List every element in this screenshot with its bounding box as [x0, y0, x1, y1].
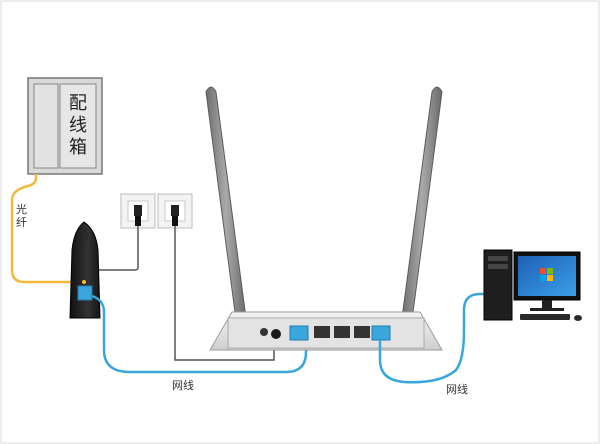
- router-antenna-left: [205, 86, 247, 321]
- modem-power-cord: [98, 226, 139, 271]
- modem-lan-plug: [77, 285, 93, 301]
- router-power-cord: [174, 226, 275, 361]
- pc-keyboard: [520, 314, 570, 320]
- distribution-box: 配 线 箱: [27, 77, 103, 175]
- pc-mouse: [574, 315, 582, 321]
- wall-socket-left: [120, 193, 156, 229]
- router-lan-port-3: [354, 326, 370, 338]
- box-label-2: 线: [69, 115, 87, 136]
- cable-label-left: 网线: [172, 378, 194, 392]
- optical-modem: [69, 221, 101, 319]
- fiber-label-1: 光: [16, 202, 27, 216]
- ethernet-cable-left: [91, 294, 308, 374]
- wall-socket-right: [157, 193, 193, 229]
- ethernet-cable-right: [378, 292, 500, 384]
- box-label-3: 箱: [69, 137, 87, 158]
- windows-logo-icon: [540, 268, 553, 281]
- cable-label-right: 网线: [446, 382, 468, 396]
- pc-tower: [483, 249, 513, 321]
- router: [209, 311, 443, 351]
- computer: [483, 249, 582, 321]
- fiber-label-2: 纤: [16, 216, 27, 229]
- router-lan-port-1: [314, 326, 330, 338]
- router-lan-plug: [371, 325, 391, 341]
- plug-right: [172, 216, 178, 226]
- router-wan-plug: [289, 325, 309, 341]
- router-antenna-right: [401, 86, 443, 321]
- fiber-cable: [10, 174, 76, 284]
- plug-left: [135, 216, 141, 226]
- router-lan-port-2: [334, 326, 350, 338]
- router-power-port: [271, 329, 281, 339]
- box-label-1: 配: [69, 93, 87, 114]
- router-reset-button: [260, 328, 268, 336]
